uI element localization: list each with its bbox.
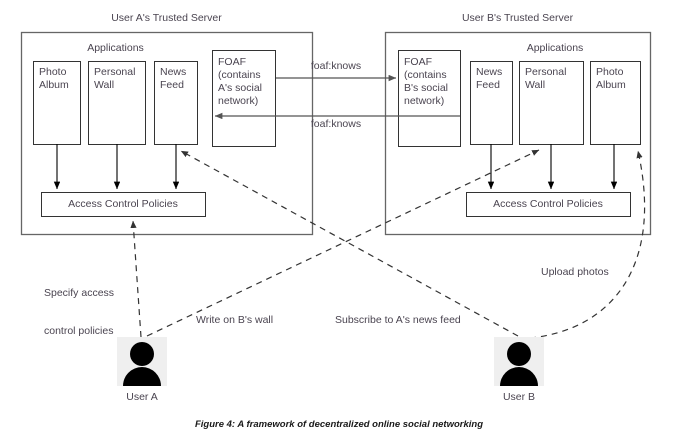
app-label-line2: Wall [94, 79, 115, 91]
foaf-line4: network) [404, 95, 445, 107]
foaf-line2: (contains [404, 69, 447, 81]
app-label-line2: Feed [476, 79, 500, 91]
subscribe-a-news-feed-label: Subscribe to A's news feed [335, 314, 461, 326]
server-a-access-control-box [41, 192, 206, 217]
server-b-applications-label: Applications [526, 42, 584, 54]
server-b-news-feed-label[interactable]: News Feed [476, 66, 502, 92]
dashed-upload-photos [529, 150, 646, 339]
server-b-title: User B's Trusted Server [461, 12, 574, 24]
specify-access-control-label: Specify access control policies [44, 262, 114, 362]
app-label-line2: Album [39, 79, 69, 91]
server-a-news-feed-box [154, 61, 198, 145]
upload-photos-label: Upload photos [541, 266, 609, 278]
action-label-line1: Specify access [44, 287, 115, 299]
server-b-news-feed-box [470, 61, 513, 145]
figure-caption: Figure 4: A framework of decentralized o… [194, 419, 484, 430]
foaf-line2: (contains [218, 69, 261, 81]
server-a-applications-label: Applications [87, 42, 144, 54]
person-silhouette-icon-body [123, 367, 161, 386]
app-label-line2: Feed [160, 79, 184, 91]
server-b-boundary [384, 31, 652, 236]
user-b-label: User B [502, 391, 536, 403]
server-a-foaf-label[interactable]: FOAF (contains A's social network) [218, 56, 262, 108]
app-label-line1: Personal [94, 66, 136, 78]
server-b-personal-wall-label[interactable]: Personal Wall [525, 66, 566, 92]
server-a-photo-album-label[interactable]: Photo Album [39, 66, 69, 92]
dashed-specify-access-control [130, 220, 142, 338]
user-a-avatar[interactable] [117, 337, 167, 386]
server-a-access-control-label[interactable]: Access Control Policies [68, 198, 178, 210]
app-label-line1: Photo [39, 66, 67, 78]
foaf-line3: B's social [404, 82, 449, 94]
dashed-write-on-b-wall [146, 149, 540, 337]
server-a-personal-wall-box [88, 61, 146, 145]
server-a-news-feed-label[interactable]: News Feed [160, 66, 186, 92]
foaf-line3: A's social [218, 82, 263, 94]
server-a-foaf-box [212, 50, 276, 147]
person-silhouette-icon-head [507, 342, 531, 366]
server-b-foaf-label[interactable]: FOAF (contains B's social network) [404, 56, 448, 108]
foaf-line1: FOAF [404, 56, 432, 68]
foaf-line1: FOAF [218, 56, 246, 68]
app-label-line2: Wall [525, 79, 546, 91]
app-label-line1: Personal [525, 66, 567, 78]
write-on-b-wall-label: Write on B's wall [196, 314, 274, 326]
server-b-personal-wall-box [519, 61, 584, 145]
app-label-line2: Album [596, 79, 626, 91]
app-label-line1: Photo [596, 66, 624, 78]
foaf-line4: network) [218, 95, 259, 107]
dashed-subscribe-a-news-feed [180, 150, 519, 337]
server-b-access-control-label[interactable]: Access Control Policies [493, 198, 603, 210]
app-label-line1: News [476, 66, 503, 78]
server-b-access-control-box [466, 192, 631, 217]
app-label-line1: News [160, 66, 187, 78]
server-a-personal-wall-label[interactable]: Personal Wall [94, 66, 135, 92]
action-label-line2: control policies [44, 324, 114, 337]
server-b-photo-album-box [590, 61, 641, 145]
user-b-avatar[interactable] [494, 337, 544, 386]
server-b-photo-album-label[interactable]: Photo Album [596, 66, 626, 92]
foaf-knows-label-b-to-a: foaf:knows [310, 118, 362, 130]
person-silhouette-icon-body [500, 367, 538, 386]
foaf-knows-label-a-to-b: foaf:knows [310, 60, 362, 72]
server-a-boundary [20, 31, 314, 236]
user-a-label: User A [126, 391, 158, 403]
person-silhouette-icon-head [130, 342, 154, 366]
server-b-foaf-box [398, 50, 461, 147]
server-a-title: User A's Trusted Server [111, 12, 222, 24]
